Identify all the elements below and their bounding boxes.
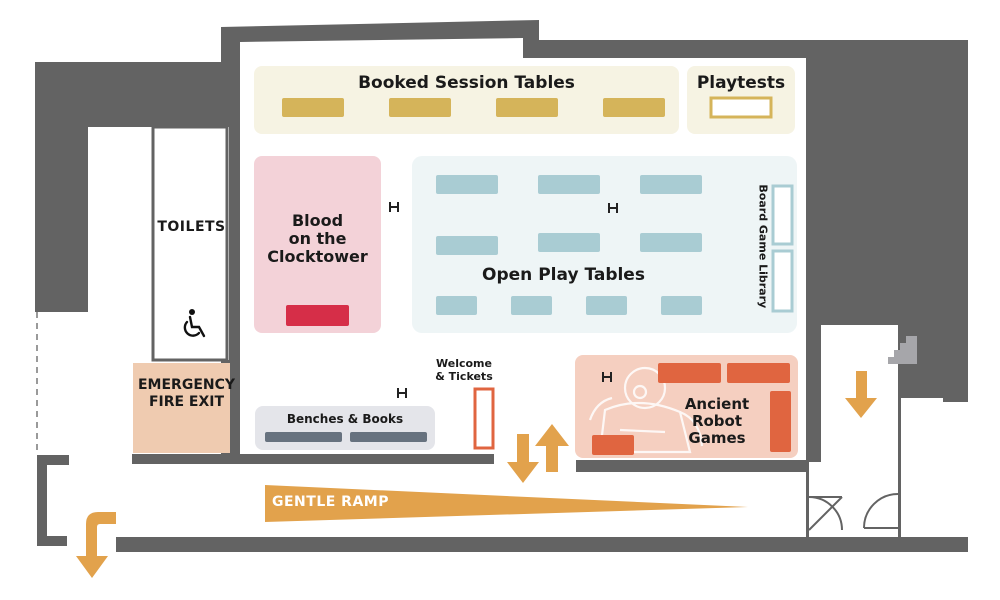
board-game-library-label: Board Game Library [756,184,770,309]
blood-clocktower-zone [254,156,381,333]
open-play-label: Open Play Tables [482,265,645,285]
exit-arrow-icon [76,512,116,578]
emergency-label-line: EMERGENCY [137,377,236,393]
open-play-table [538,233,600,252]
wall-corridor-left [37,455,47,545]
robot-table [658,363,721,383]
robot-illustration [588,366,704,454]
benches-books-label: Benches & Books [286,412,404,426]
wheelchair-icon [183,309,206,338]
robot-table [770,391,791,452]
blood-clocktower-table [286,305,349,326]
welcome-desk [473,387,495,450]
door [863,493,899,529]
power-socket-icon [608,203,618,213]
robot-label-line: Ancient [684,395,750,413]
booked-table [282,98,344,117]
down-arrow-icon [507,434,539,483]
open-play-table [436,236,498,255]
open-play-zone [412,156,797,333]
down-arrow-icon [845,371,877,418]
welcome-label-line: Welcome [436,357,492,370]
welcome-tickets-label: Welcome & Tickets [424,357,504,383]
blood-clocktower-label: Blood on the Clocktower [254,212,381,266]
toilets-label: TOILETS [157,219,226,235]
open-play-table [436,296,477,315]
robot-table [592,435,634,455]
open-play-table [661,296,702,315]
blood-label-line: Clocktower [267,247,368,266]
stairs-icon [882,336,917,364]
robot-table [727,363,790,383]
wall-stairwell [898,325,943,545]
open-play-tables [436,175,702,315]
booked-session-label: Booked Session Tables [358,73,575,93]
booked-table [389,98,451,117]
wall-right-lower [943,394,968,402]
open-play-table [538,175,600,194]
bench [265,432,342,442]
booked-session-zone [254,66,679,134]
gentle-ramp-label: GENTLE RAMP [272,494,389,510]
wall-top [221,20,968,462]
playtest-table [709,96,773,119]
welcome-label-line: & Tickets [435,370,493,383]
booked-table [496,98,558,117]
power-socket-icon [602,372,612,382]
up-arrow-icon [535,424,569,472]
open-play-table [586,296,627,315]
booked-table [603,98,665,117]
power-socket-icon [389,202,399,212]
wall-corridor-left-foot [37,536,67,546]
building-walls [35,20,968,552]
blood-label-line: Blood [291,211,344,230]
open-play-table [640,233,702,252]
wall-corridor-bottom [116,537,968,552]
power-socket-icon [397,388,407,398]
wall-corridor-left-cap [37,455,69,465]
gentle-ramp [265,485,748,522]
emergency-exit-label: EMERGENCY FIRE EXIT [130,377,243,411]
wall-door-frame [806,462,809,545]
wall-left-block [35,45,240,454]
emergency-label-line: FIRE EXIT [148,394,225,410]
ancient-robot-label: Ancient Robot Games [672,396,762,447]
emergency-fire-exit-zone [133,363,230,453]
library-shelf [771,184,794,246]
open-play-table [640,175,702,194]
booked-session-tables [282,98,665,117]
door [808,496,843,531]
robot-label-line: Games [688,429,746,447]
library-shelf [771,249,794,313]
playtests-label: Playtests [696,73,786,93]
robot-label-line: Robot [691,412,743,430]
wall-bottom-left [132,454,494,464]
wall-bottom-right [576,460,806,472]
bench [350,432,427,442]
open-play-table [436,175,498,194]
blood-label-line: on the [288,229,347,248]
toilets-room [151,125,229,362]
open-play-table [511,296,552,315]
